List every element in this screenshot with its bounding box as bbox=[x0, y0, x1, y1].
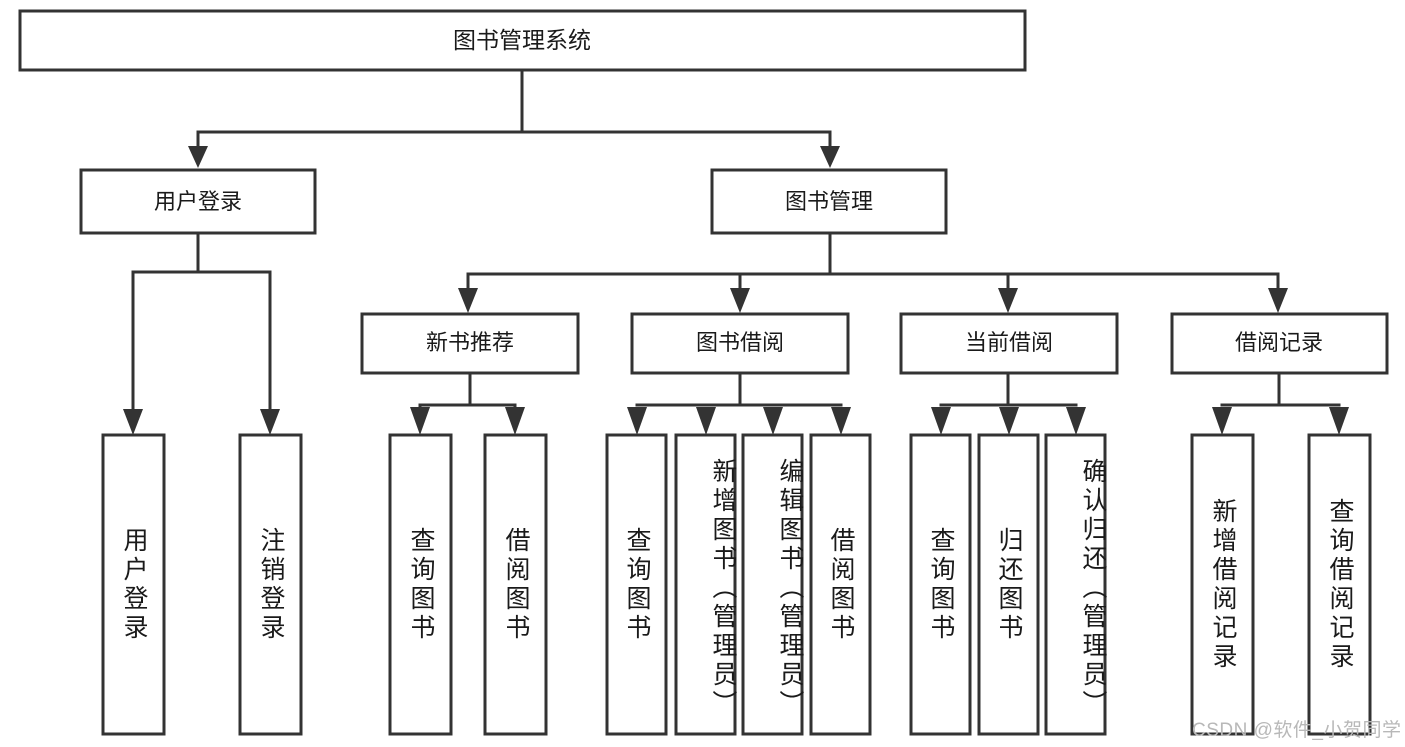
connector-group-borrow-record bbox=[1212, 371, 1349, 435]
arrowhead-book-borrow bbox=[730, 288, 750, 313]
node-leaf-return-book-box[interactable] bbox=[977, 433, 1040, 736]
node-borrow-record[interactable]: 借阅记录 bbox=[1170, 312, 1389, 375]
node-leaf-query-record-box[interactable] bbox=[1307, 433, 1372, 736]
arrowhead-leaf-add-record bbox=[1212, 407, 1232, 435]
node-leaf-borrow-book-2-box[interactable] bbox=[809, 433, 872, 736]
node-borrow-record-label: 借阅记录 bbox=[1235, 330, 1323, 355]
arrowhead-leaf-user-logout bbox=[260, 409, 280, 435]
node-book-borrow-label: 图书借阅 bbox=[696, 330, 784, 355]
connector-group-new-book-recommend bbox=[410, 371, 525, 435]
node-borrow-record-box[interactable] bbox=[1170, 312, 1389, 375]
node-book-management-label: 图书管理 bbox=[785, 189, 873, 214]
arrowhead-current-borrow bbox=[998, 288, 1018, 313]
node-leaf-user-logout-box[interactable] bbox=[238, 433, 303, 736]
arrowhead-leaf-query-book-2 bbox=[627, 407, 647, 435]
node-leaf-confirm-return-box[interactable] bbox=[1044, 433, 1107, 736]
node-current-borrow-label: 当前借阅 bbox=[965, 330, 1053, 355]
node-leaf-add-record-box[interactable] bbox=[1190, 433, 1255, 736]
arrowhead-leaf-return-book bbox=[999, 407, 1019, 435]
node-book-management[interactable]: 图书管理 bbox=[710, 168, 948, 235]
arrowhead-leaf-confirm-return bbox=[1066, 407, 1086, 435]
node-user-login[interactable]: 用户登录 bbox=[79, 168, 317, 235]
arrowhead-leaf-query-record bbox=[1329, 407, 1349, 435]
node-book-borrow[interactable]: 图书借阅 bbox=[630, 312, 850, 375]
connector-group-book-management bbox=[458, 231, 1288, 313]
connector-group-book-borrow bbox=[627, 371, 851, 435]
arrowhead-leaf-query-book-3 bbox=[931, 407, 951, 435]
node-user-login-box[interactable] bbox=[79, 168, 317, 235]
arrowhead-leaf-edit-book bbox=[763, 407, 783, 435]
node-new-book-recommend-label: 新书推荐 bbox=[426, 330, 514, 355]
csdn-watermark: CSDN @软件_小贺同学 bbox=[1192, 720, 1402, 741]
node-leaf-query-book-3-box[interactable] bbox=[909, 433, 972, 736]
node-root[interactable]: 图书管理系统 bbox=[18, 9, 1027, 72]
arrowhead-leaf-add-book bbox=[696, 407, 716, 435]
node-leaf-add-book-box[interactable] bbox=[674, 433, 737, 736]
connector-group-root bbox=[188, 68, 840, 168]
node-current-borrow[interactable]: 当前借阅 bbox=[899, 312, 1119, 375]
node-new-book-recommend[interactable]: 新书推荐 bbox=[360, 312, 580, 375]
arrowhead-leaf-query-book-1 bbox=[410, 407, 430, 435]
node-current-borrow-box[interactable] bbox=[899, 312, 1119, 375]
arrowhead-new-book-recommend bbox=[458, 288, 478, 313]
arrowhead-leaf-borrow-book-1 bbox=[505, 407, 525, 435]
node-root-box[interactable] bbox=[18, 9, 1027, 72]
node-leaf-query-book-2-box[interactable] bbox=[605, 433, 668, 736]
node-leaf-edit-book-box[interactable] bbox=[741, 433, 804, 736]
arrowhead-to-user-login bbox=[188, 146, 208, 168]
node-leaf-query-book-1-box[interactable] bbox=[388, 433, 453, 736]
connector-group-user-login bbox=[123, 231, 280, 435]
arrowhead-borrow-record bbox=[1268, 288, 1288, 313]
node-leaf-borrow-book-1-box[interactable] bbox=[483, 433, 548, 736]
node-root-label: 图书管理系统 bbox=[453, 27, 591, 53]
node-book-borrow-box[interactable] bbox=[630, 312, 850, 375]
node-user-login-label: 用户登录 bbox=[154, 189, 242, 214]
arrowhead-leaf-borrow-book-2 bbox=[831, 407, 851, 435]
node-new-book-recommend-box[interactable] bbox=[360, 312, 580, 375]
arrowhead-leaf-user-login bbox=[123, 409, 143, 435]
arrowhead-to-book-management bbox=[820, 146, 840, 168]
node-leaf-user-login-box[interactable] bbox=[101, 433, 166, 736]
connector-group-current-borrow bbox=[931, 371, 1086, 435]
node-book-management-box[interactable] bbox=[710, 168, 948, 235]
